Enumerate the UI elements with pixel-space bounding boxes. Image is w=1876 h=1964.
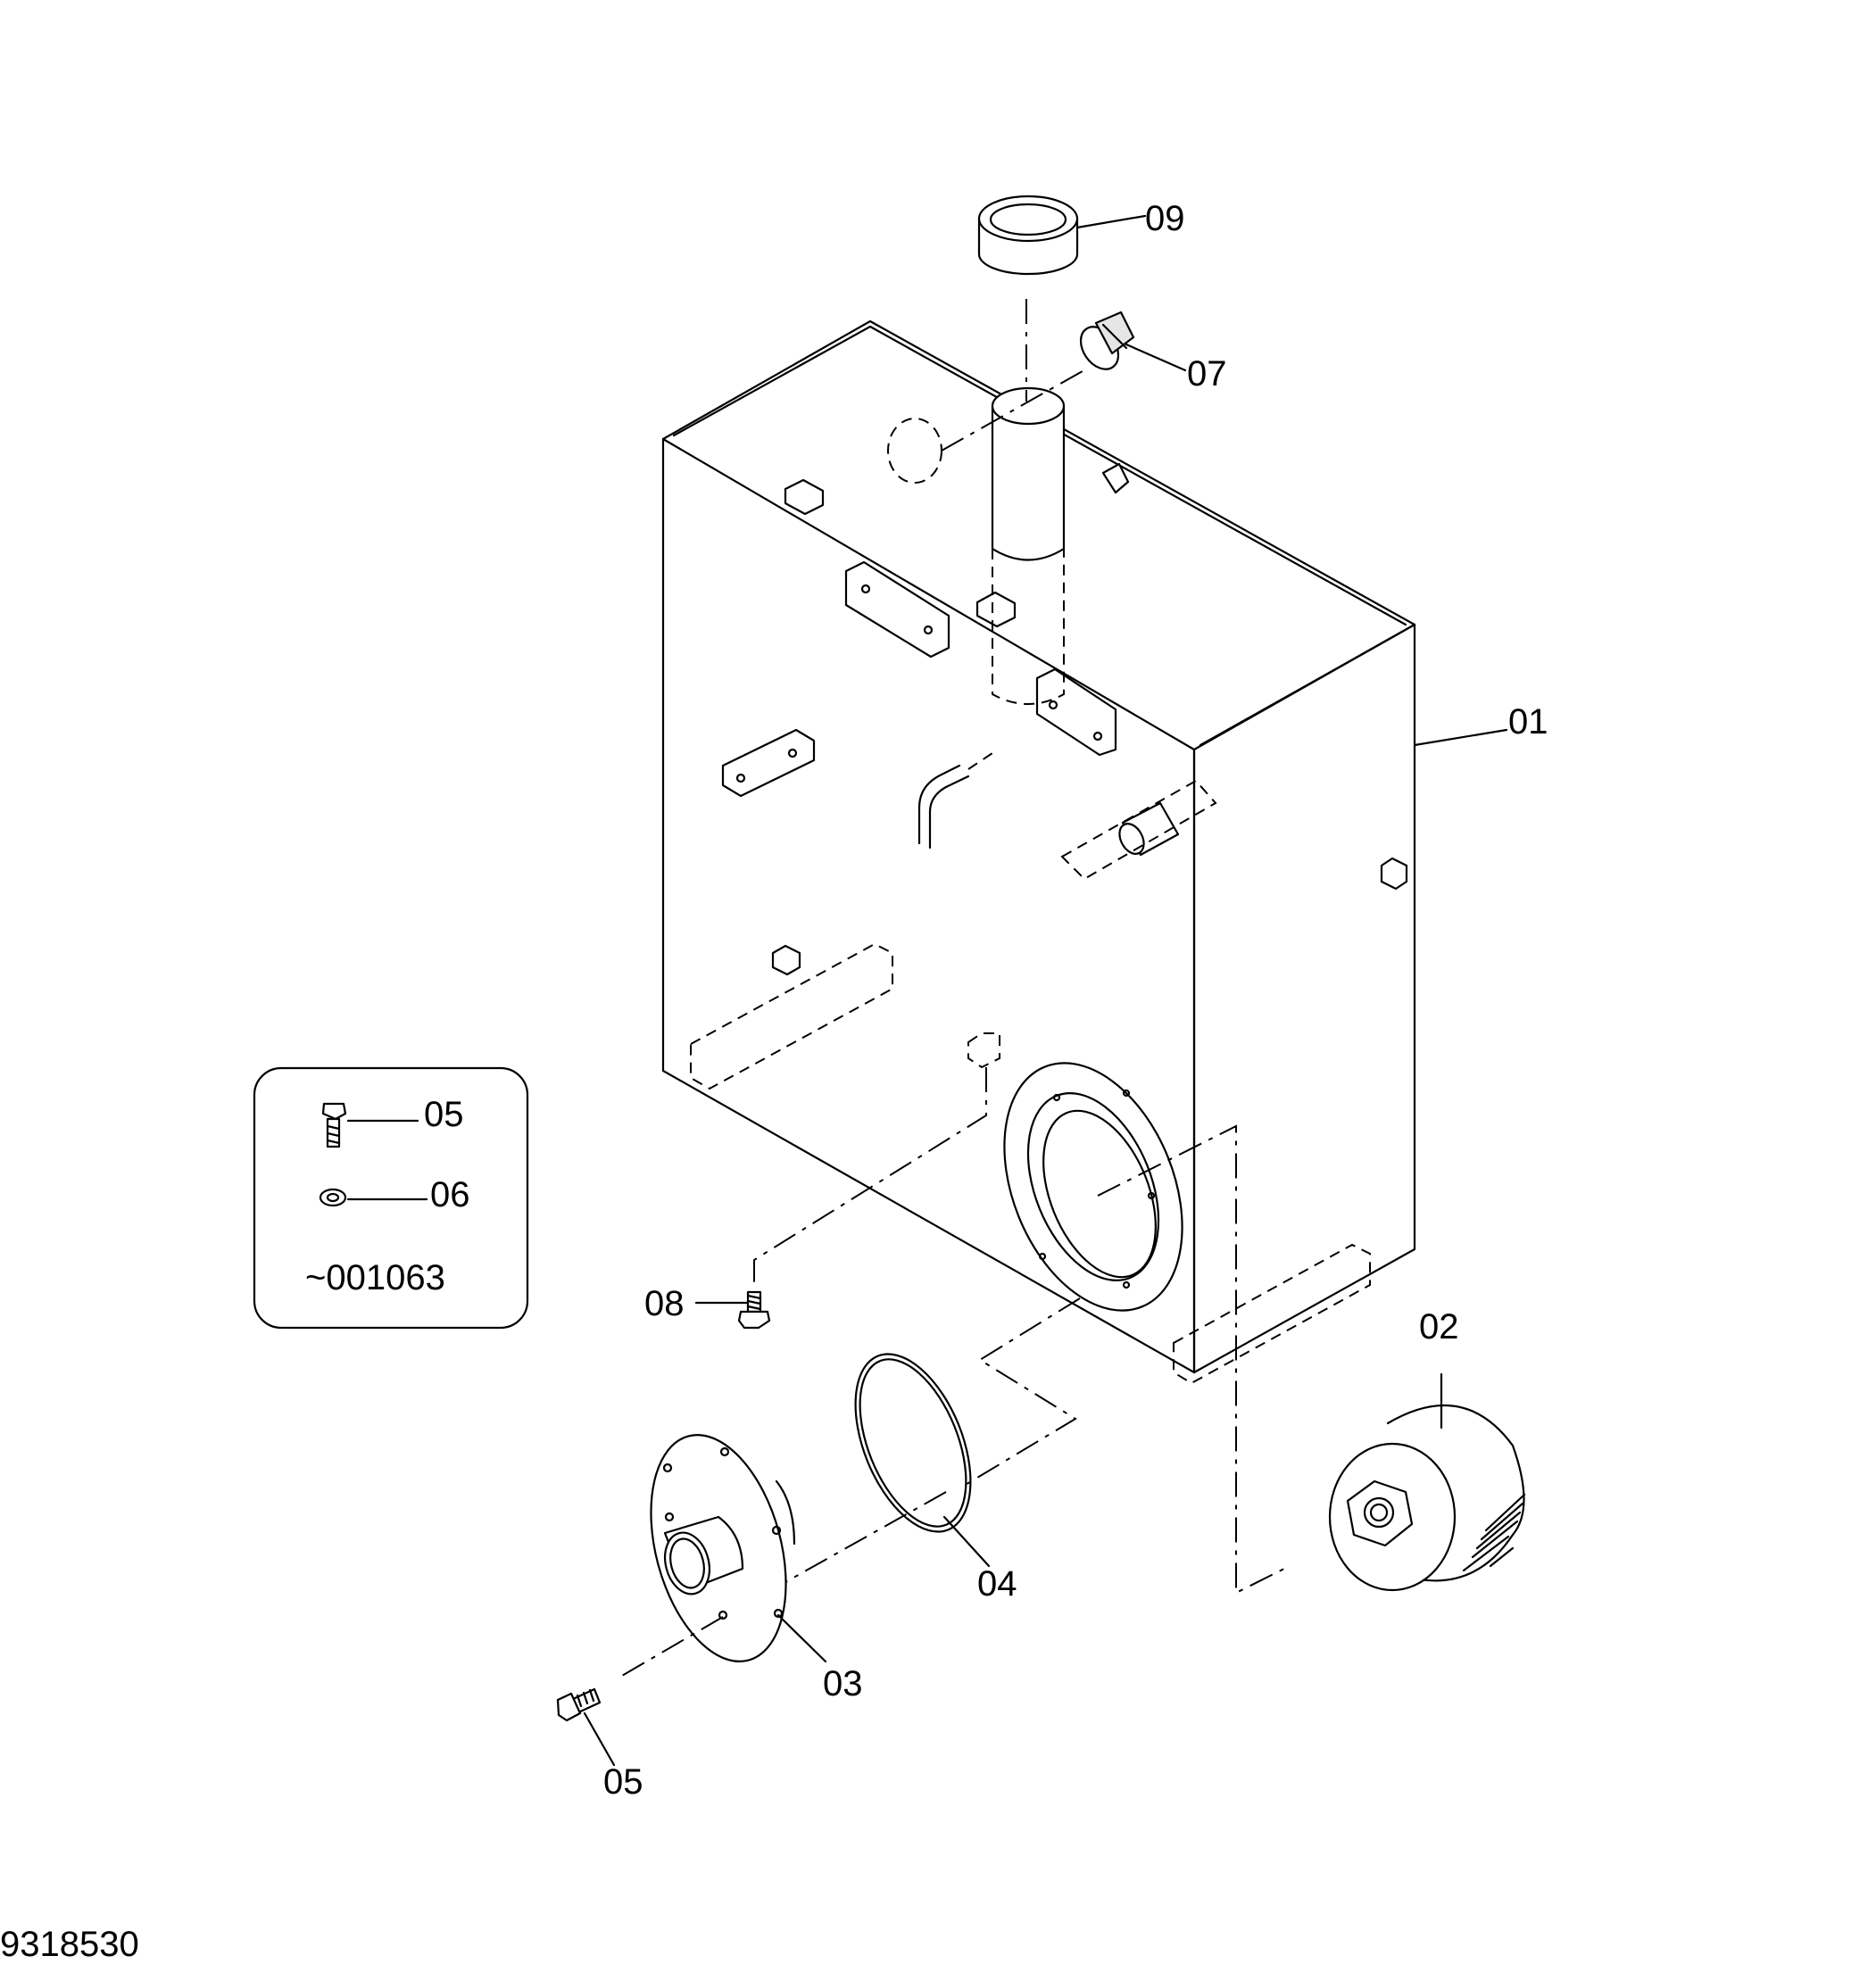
callout-09: 09 <box>1145 199 1185 238</box>
part-09-cap <box>977 195 1079 276</box>
part-05-bolt <box>556 1687 602 1722</box>
callout-04: 04 <box>977 1564 1017 1604</box>
callout-05: 05 <box>603 1762 643 1802</box>
callout-03: 03 <box>823 1664 863 1703</box>
tank-side-flange <box>1003 1062 1291 1595</box>
tank-front-details <box>690 418 1408 1385</box>
callout-01: 01 <box>1508 702 1548 742</box>
inset-callout-05: 05 <box>424 1095 464 1134</box>
inset-callout-06: 06 <box>430 1175 470 1214</box>
inset-serial-range: ~001063 <box>305 1258 445 1297</box>
part-03-suction-cover <box>650 1434 796 1662</box>
leader-cover-to-bolt <box>615 1616 724 1680</box>
inset-box <box>253 1066 529 1330</box>
part-08-drain-plug <box>737 1067 987 1330</box>
leader-flange-to-seal <box>963 1297 1081 1487</box>
drawing-number: 9318530 <box>0 1925 139 1964</box>
leader-seal-to-cover <box>758 1491 947 1598</box>
part-02-filter <box>1328 1405 1526 1592</box>
callout-leaders <box>583 214 1508 1767</box>
part-04-o-ring <box>854 1353 972 1533</box>
part-07-plug <box>1079 311 1135 370</box>
callout-08: 08 <box>644 1284 685 1323</box>
filler-pipe <box>941 299 1090 705</box>
callout-07: 07 <box>1187 354 1227 394</box>
callout-02: 02 <box>1419 1307 1459 1347</box>
